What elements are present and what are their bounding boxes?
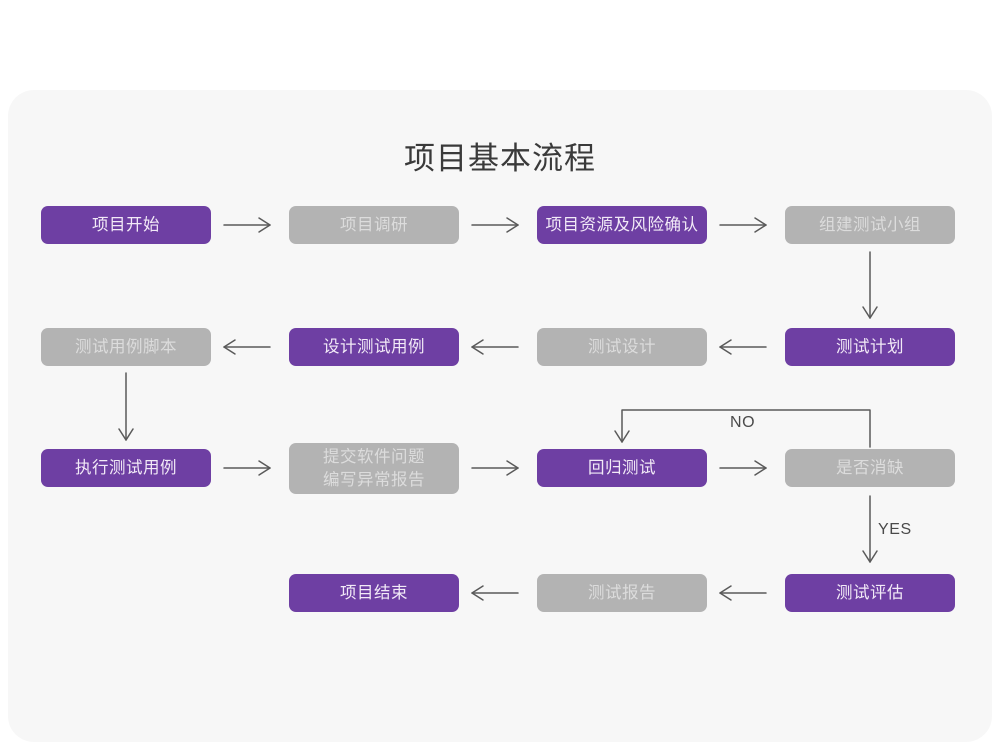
node-defect-cleared-decision[interactable]: 是否消缺 (785, 449, 955, 487)
node-test-evaluation[interactable]: 测试评估 (785, 574, 955, 612)
node-regression-test[interactable]: 回归测试 (537, 449, 707, 487)
diagram-panel (8, 90, 992, 742)
node-execute-test-case[interactable]: 执行测试用例 (41, 449, 211, 487)
node-test-report[interactable]: 测试报告 (537, 574, 707, 612)
node-submit-issue-report[interactable]: 提交软件问题 编写异常报告 (289, 443, 459, 494)
edge-label-yes: YES (878, 521, 912, 538)
node-test-case-script[interactable]: 测试用例脚本 (41, 328, 211, 366)
page-title: 项目基本流程 (404, 141, 596, 176)
node-resource-risk-confirm[interactable]: 项目资源及风险确认 (537, 206, 707, 244)
node-test-design[interactable]: 测试设计 (537, 328, 707, 366)
edge-label-no: NO (730, 414, 756, 431)
node-project-research[interactable]: 项目调研 (289, 206, 459, 244)
node-form-test-team[interactable]: 组建测试小组 (785, 206, 955, 244)
node-design-test-case[interactable]: 设计测试用例 (289, 328, 459, 366)
node-test-plan[interactable]: 测试计划 (785, 328, 955, 366)
node-project-end[interactable]: 项目结束 (289, 574, 459, 612)
node-project-start[interactable]: 项目开始 (41, 206, 211, 244)
